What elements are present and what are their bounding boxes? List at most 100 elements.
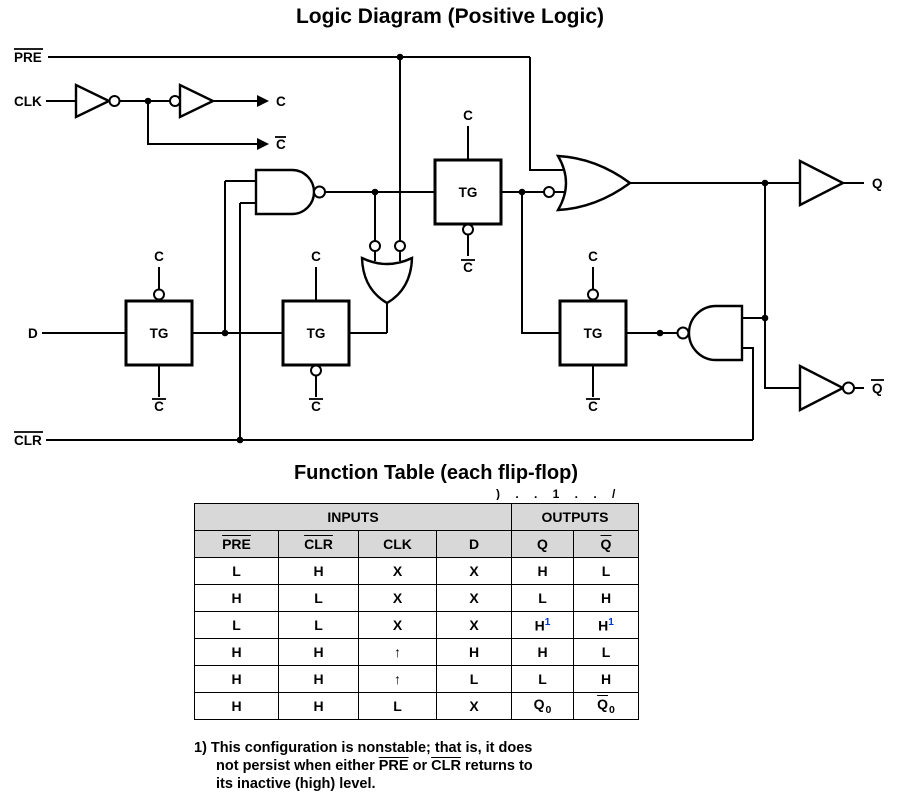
table-cell: X bbox=[436, 584, 512, 612]
table-cell: H bbox=[573, 584, 639, 612]
table-column-header: CLR bbox=[278, 530, 359, 558]
function-table-title: Function Table (each flip-flop) bbox=[293, 462, 579, 484]
q-output-buffer-shape bbox=[798, 159, 846, 207]
table-column-header: Q bbox=[511, 530, 574, 558]
tg-label: TG bbox=[150, 326, 169, 341]
c-bar-label: C bbox=[276, 137, 286, 152]
table-cell: ↑ bbox=[358, 665, 437, 693]
inverter-1-shape bbox=[74, 83, 112, 119]
table-cell: L bbox=[511, 665, 574, 693]
inverter-1-bubble bbox=[108, 95, 121, 107]
table-cell: H1 bbox=[511, 611, 574, 639]
table-cell: L bbox=[436, 665, 512, 693]
table-cell: H bbox=[194, 584, 279, 612]
feedback-nand-output-bubble bbox=[676, 326, 690, 340]
footnote-line: 1) This configuration is nonstable; that… bbox=[194, 740, 533, 756]
table-cell: H bbox=[278, 665, 359, 693]
tg2-ctrl-bubble bbox=[310, 364, 322, 377]
pre-label: PRE bbox=[14, 50, 42, 65]
table-cell: X bbox=[358, 611, 437, 639]
inverter-2-shape bbox=[178, 83, 216, 119]
table-cell: H bbox=[511, 557, 574, 585]
feedback-nand-gate-shape bbox=[687, 304, 744, 362]
c-arrowhead bbox=[257, 95, 269, 107]
tg-block-top bbox=[433, 158, 503, 226]
table-column-header: PRE bbox=[194, 530, 279, 558]
table-cell: L bbox=[358, 692, 437, 720]
table-group-header: INPUTS bbox=[194, 503, 512, 531]
gates bbox=[74, 83, 846, 412]
c-label: C bbox=[463, 108, 473, 123]
table-cell: L bbox=[278, 611, 359, 639]
clr-label: CLR bbox=[14, 433, 42, 448]
q-bar-label: Q bbox=[872, 381, 883, 396]
feedback-or-input-bubble-2 bbox=[394, 240, 406, 252]
wires bbox=[42, 56, 864, 441]
logic-diagram: PRE CLK D CLR C C C C C C C C C C TG TG … bbox=[14, 48, 884, 448]
table-cell: L bbox=[573, 557, 639, 585]
or-input-bubble bbox=[543, 186, 555, 198]
table-cell: H bbox=[278, 692, 359, 720]
tg1-ctrl-bubble bbox=[153, 288, 165, 301]
feedback-or-input-bubble-1 bbox=[369, 240, 381, 252]
table-column-header: CLK bbox=[358, 530, 437, 558]
qbar-buffer-bubble bbox=[842, 381, 855, 395]
feedback-or-gate-shape bbox=[360, 256, 414, 305]
tg-block-2 bbox=[281, 299, 351, 367]
c-bar-label: C bbox=[154, 399, 164, 414]
inverter-2-input-bubble bbox=[169, 95, 181, 107]
transmission-gates bbox=[124, 158, 628, 367]
arrowheads bbox=[257, 95, 269, 150]
c-bar-label: C bbox=[588, 399, 598, 414]
table-column-header: D bbox=[436, 530, 512, 558]
tg-label: TG bbox=[459, 185, 478, 200]
table-cell: H bbox=[436, 638, 512, 666]
diagram-labels: PRE CLK D CLR C C C C C C C C C C TG TG … bbox=[14, 48, 884, 448]
footnote-line: not persist when either PRE or CLR retur… bbox=[216, 758, 533, 774]
table-cell: Q0 bbox=[511, 692, 574, 720]
table-cell: X bbox=[436, 611, 512, 639]
table-cell: L bbox=[194, 611, 279, 639]
c-label: C bbox=[588, 249, 598, 264]
table-column-header: Q bbox=[573, 530, 639, 558]
cbar-arrowhead bbox=[257, 138, 269, 150]
logic-diagram-title: Logic Diagram (Positive Logic) bbox=[295, 5, 605, 28]
table-cell: X bbox=[436, 692, 512, 720]
table-cell: ↑ bbox=[358, 638, 437, 666]
table-cell: Q0 bbox=[573, 692, 639, 720]
table-cell: X bbox=[436, 557, 512, 585]
pre-elbow-wire bbox=[529, 57, 566, 171]
footnote: 1) This configuration is nonstable; that… bbox=[194, 739, 533, 793]
cbar-wire bbox=[147, 101, 257, 145]
or-gate-slave-shape bbox=[555, 154, 633, 212]
table-cell: H bbox=[194, 692, 279, 720]
tg3-ctrl-bubble bbox=[587, 288, 599, 301]
nand-output-bubble bbox=[313, 185, 326, 199]
q-label: Q bbox=[872, 176, 883, 191]
table-cell: H bbox=[194, 665, 279, 693]
tg-label: TG bbox=[584, 326, 603, 341]
junction-dots bbox=[144, 53, 769, 444]
clk-label: CLK bbox=[14, 94, 42, 109]
nand-gate-master-shape bbox=[254, 168, 316, 216]
table-cell: H bbox=[194, 638, 279, 666]
tg-top-ctrl-bubble bbox=[462, 223, 474, 236]
table-cell: H bbox=[278, 557, 359, 585]
table-cell: H bbox=[573, 665, 639, 693]
table-cell: L bbox=[194, 557, 279, 585]
qbar-output-buffer-shape bbox=[798, 364, 846, 412]
inversion-bubbles bbox=[108, 95, 855, 395]
table-cell: L bbox=[573, 638, 639, 666]
table-cell: L bbox=[278, 584, 359, 612]
c-bar-label: C bbox=[311, 399, 321, 414]
table-cell: X bbox=[358, 557, 437, 585]
table-cell: L bbox=[511, 584, 574, 612]
